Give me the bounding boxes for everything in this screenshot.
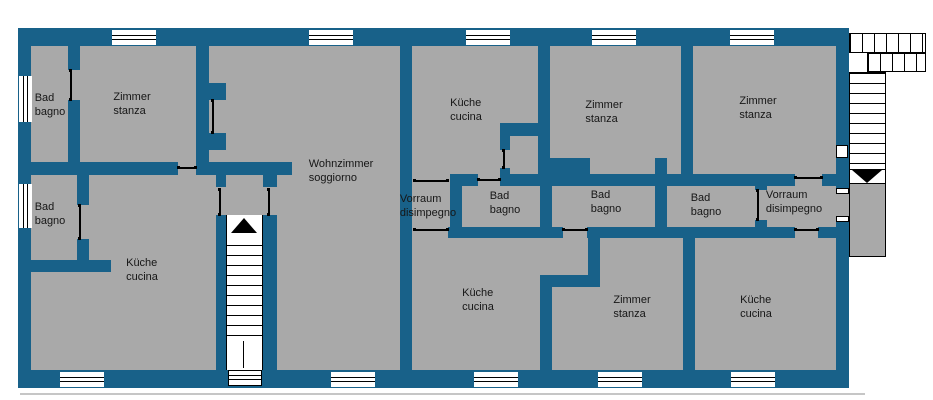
interior-wall: [540, 287, 552, 370]
interior-wall: [209, 83, 226, 100]
room-label-bad-mid-3: Bad bagno: [690, 192, 722, 218]
interior-wall: [540, 158, 552, 238]
window: [474, 372, 518, 387]
right-wall-door-opening: [836, 188, 849, 222]
door-opening: [756, 189, 759, 221]
ground-shadow-line: [20, 393, 865, 395]
interior-wall: [655, 158, 667, 238]
door-opening: [562, 228, 588, 231]
window: [730, 30, 774, 45]
door-opening: [218, 188, 221, 216]
room-label-bad-bottom-left: Bad bagno: [34, 201, 66, 227]
staircase-internal-steps: [227, 245, 262, 341]
window: [331, 372, 375, 387]
window: [19, 184, 32, 228]
staircase-external-flight: [849, 33, 926, 53]
window: [309, 30, 353, 45]
staircase-entry-door-line: [228, 375, 262, 376]
interior-wall: [77, 239, 89, 260]
room-label-vorraum-left: Vorraum disimpegno: [399, 193, 457, 219]
interior-wall: [216, 215, 226, 370]
room-label-kueche-bottom-left: Küche cucina: [126, 257, 158, 283]
right-wall-window: [836, 145, 848, 158]
interior-wall: [31, 260, 111, 272]
interior-wall: [209, 133, 226, 150]
door-opening: [78, 204, 81, 240]
staircase-external-flight: [867, 53, 926, 72]
interior-wall: [540, 174, 667, 186]
door-opening: [413, 179, 449, 182]
interior-wall: [68, 100, 80, 162]
floor-area: [31, 46, 836, 370]
room-label-zimmer-top-right: Zimmer stanza: [739, 95, 777, 121]
interior-wall: [683, 238, 695, 370]
interior-wall: [588, 238, 600, 283]
door-opening: [502, 149, 505, 169]
staircase-external-flight: [849, 72, 886, 170]
entrance-landing: [849, 183, 886, 257]
interior-wall: [540, 275, 600, 287]
window: [592, 30, 636, 45]
window: [60, 372, 104, 387]
room-label-bad-top-left: Bad bagno: [34, 92, 66, 118]
room-label-zimmer-bottom-mid: Zimmer stanza: [613, 294, 651, 320]
interior-wall: [263, 175, 277, 187]
interior-wall: [755, 174, 767, 190]
window: [466, 30, 510, 45]
interior-wall: [822, 174, 836, 186]
room-label-zimmer-top-left: Zimmer stanza: [113, 91, 151, 117]
interior-wall: [400, 46, 412, 370]
door-opening: [177, 166, 197, 169]
interior-wall: [818, 227, 836, 238]
window: [731, 372, 775, 387]
staircase-entry-door-line: [228, 379, 262, 380]
right-wall-door-mark: [836, 216, 849, 222]
interior-wall: [667, 174, 795, 186]
interior-wall: [500, 123, 550, 136]
door-opening: [267, 188, 270, 216]
interior-wall: [500, 174, 550, 186]
room-label-vorraum-right: Vorraum disimpegno: [765, 189, 823, 215]
door-opening: [794, 176, 823, 179]
interior-wall: [448, 227, 563, 238]
interior-wall: [450, 174, 462, 238]
door-opening: [477, 178, 501, 181]
interior-wall: [587, 227, 795, 238]
room-label-zimmer-top-mid: Zimmer stanza: [585, 99, 623, 125]
interior-wall: [68, 46, 80, 70]
window: [598, 372, 642, 387]
interior-wall: [263, 215, 277, 370]
window: [112, 30, 156, 45]
interior-wall: [209, 162, 292, 175]
interior-wall: [681, 46, 693, 186]
interior-wall: [216, 175, 226, 187]
door-opening: [211, 99, 214, 134]
staircase-runner-line: [243, 341, 244, 368]
room-label-kueche-top-mid: Küche cucina: [450, 97, 482, 123]
room-label-kueche-bottom-right: Küche cucina: [740, 294, 772, 320]
up-arrow-icon: [231, 218, 257, 233]
interior-wall: [196, 46, 209, 175]
interior-wall: [77, 175, 89, 205]
door-opening: [413, 228, 449, 231]
window: [19, 76, 32, 122]
room-label-wohnzimmer: Wohnzimmer soggiorno: [308, 158, 374, 184]
interior-wall: [500, 136, 510, 150]
room-label-kueche-bottom-mid: Küche cucina: [462, 287, 494, 313]
door-opening: [794, 228, 819, 231]
room-label-bad-mid-1: Bad bagno: [489, 190, 521, 216]
room-label-bad-mid-2: Bad bagno: [590, 189, 622, 215]
door-opening: [69, 69, 72, 101]
right-wall-door-mark: [836, 188, 849, 194]
interior-wall: [538, 46, 550, 186]
interior-wall: [31, 162, 178, 175]
down-arrow-icon: [852, 170, 882, 183]
interior-wall: [462, 174, 478, 186]
staircase-entry-door: [228, 370, 262, 386]
